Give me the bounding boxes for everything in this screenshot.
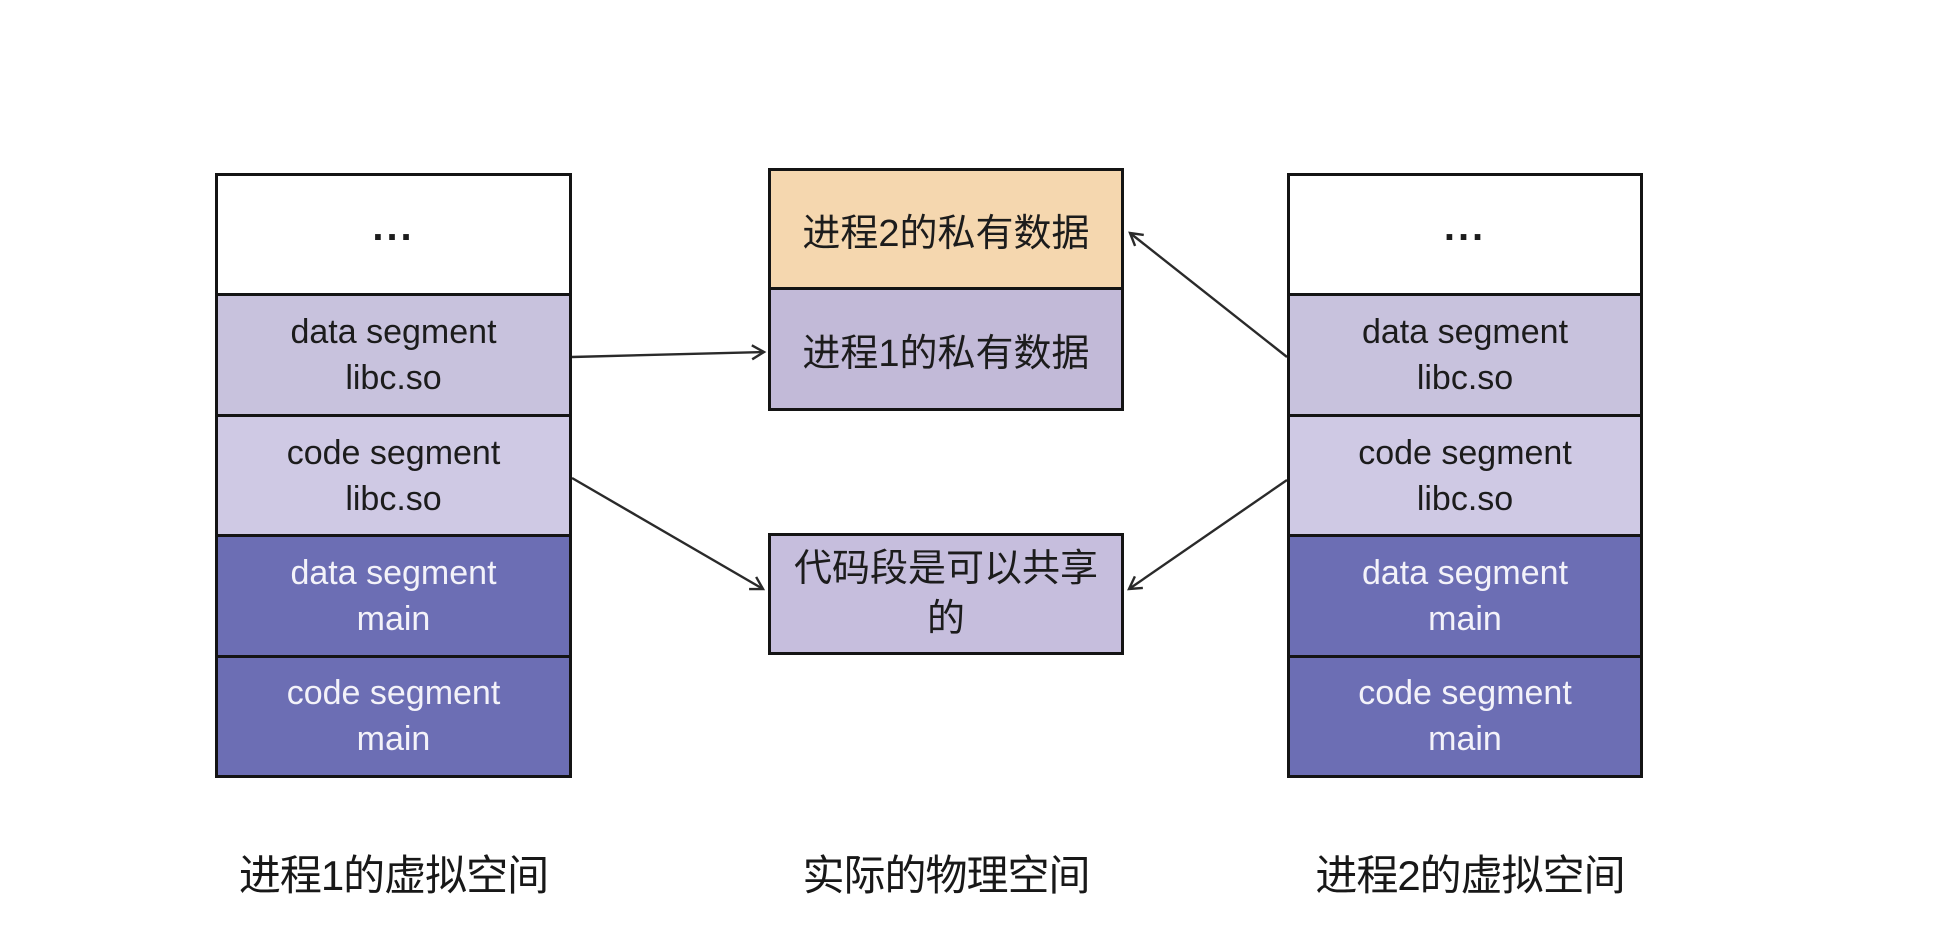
p2-segment-data-main: data segment main [1290,534,1640,655]
physical-private-data-stack: 进程2的私有数据 进程1的私有数据 [768,168,1124,411]
p1-segment-data-main: data segment main [218,534,569,655]
p1-segment-code-main: code segment main [218,654,569,776]
arrow-p2-data-libc-to-private2 [1128,231,1288,358]
physical-box-private-data-p2: 进程2的私有数据 [771,171,1121,290]
process1-virtual-space-column: ... data segment libc.so code segment li… [215,173,572,778]
p2-segment-code-main: code segment main [1290,654,1640,776]
p1-segment-code-libc: code segment libc.so [218,413,569,535]
p2-segment-data-libc: data segment libc.so [1290,293,1640,414]
physical-box-private-data-p1: 进程1的私有数据 [771,290,1121,408]
p2-segment-code-libc: code segment libc.so [1290,413,1640,535]
p1-segment-data-libc: data segment libc.so [218,293,569,414]
arrow-p1-data-libc-to-private1 [571,344,767,361]
p1-ellipsis-text: ... [372,204,415,249]
caption-physical-space: 实际的物理空间 [802,852,1090,899]
arrow-p1-code-libc-to-shared [571,476,766,591]
p1-segment-ellipsis: ... [218,176,569,294]
p2-ellipsis-text: ... [1443,204,1487,249]
physical-box-shared-code: 代码段是可以共享的 [768,533,1124,655]
arrow-p2-code-libc-to-shared [1127,479,1288,591]
caption-process2-virtual-space: 进程2的虚拟空间 [1315,852,1625,899]
process2-virtual-space-column: ... data segment libc.so code segment li… [1287,173,1643,778]
caption-process1-virtual-space: 进程1的虚拟空间 [238,852,549,899]
p2-segment-ellipsis: ... [1290,176,1640,294]
